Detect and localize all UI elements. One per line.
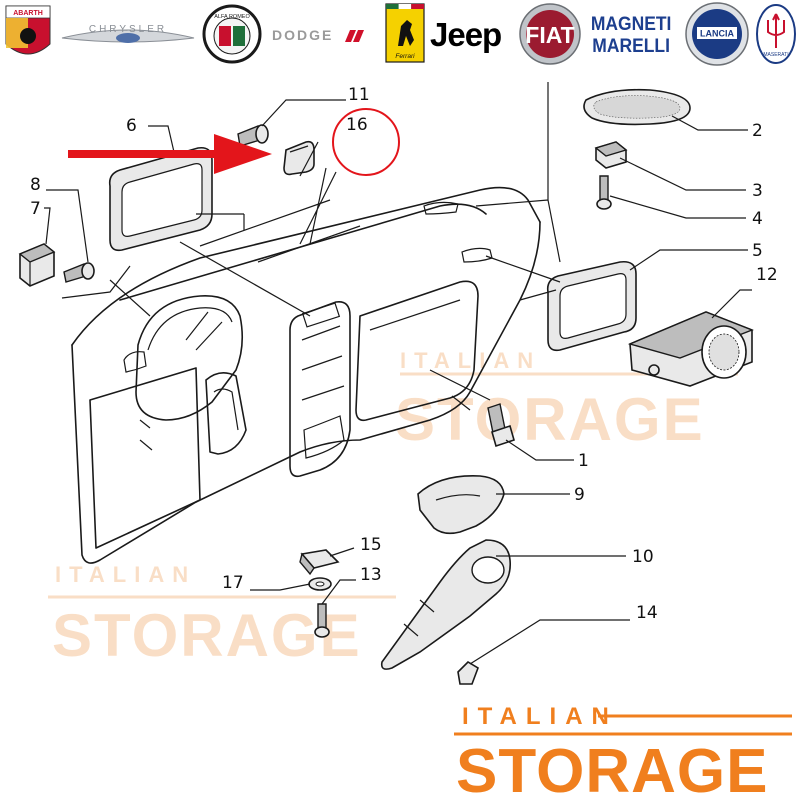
chrysler-label: CHRYSLER (89, 24, 167, 35)
highlight-arrow-icon (68, 134, 272, 174)
callout-9: 9 (574, 485, 585, 505)
watermark-main: ITALIAN STORAGE (454, 703, 792, 800)
fiat-label: FIAT (525, 22, 574, 48)
part-17-washer (308, 577, 332, 591)
part-8-screw (63, 262, 95, 283)
ferrari-label: Ferrari (395, 53, 415, 60)
watermark-faded-bl-line2: STORAGE (52, 602, 362, 669)
dodge-label: DODGE (272, 27, 333, 43)
magneti-marelli-wordmark-icon: MAGNETI MARELLI (591, 12, 672, 56)
watermark-main-line1: ITALIAN (462, 703, 618, 730)
part-7-clip (18, 243, 56, 287)
part-3-clip (594, 141, 628, 169)
callout-16: 16 (346, 115, 368, 135)
callout-7: 7 (30, 199, 41, 219)
leader-lines (44, 82, 752, 665)
watermark-faded-center-line2: STORAGE (395, 386, 705, 453)
callout-13: 13 (360, 565, 382, 585)
watermark-faded-bl-line1: ITALIAN (55, 562, 196, 587)
watermark-faded-center: ITALIAN STORAGE (395, 348, 738, 453)
part-11-screw (237, 124, 269, 147)
dodge-stripes-icon: DODGE (272, 27, 364, 43)
part-5-vent-frame (546, 260, 637, 352)
callout-15: 15 (360, 535, 382, 555)
maserati-label: MASERATI (763, 52, 788, 58)
lancia-shield-icon: LANCIA (685, 2, 749, 66)
part-10-lower-shroud (380, 539, 512, 670)
callout-10: 10 (632, 547, 654, 567)
part-15-clip (299, 549, 340, 576)
callout-11: 11 (348, 85, 370, 105)
part-6-vent-frame (108, 146, 213, 252)
callout-12: 12 (756, 265, 778, 285)
part-14-clip (457, 660, 479, 685)
part-13-screw (314, 603, 330, 638)
abarth-label: ABARTH (13, 10, 43, 17)
brand-logo-strip: ABARTH CHRYSLER ALFA ROMEO DODGE (5, 2, 796, 66)
fiat-badge-icon: FIAT (519, 3, 581, 65)
lancia-label: LANCIA (700, 29, 734, 39)
callout-4: 4 (752, 209, 763, 229)
maserati-trident-icon: MASERATI (756, 4, 796, 64)
magneti-label: MAGNETI (591, 12, 672, 34)
watermark-faded-center-line1: ITALIAN (400, 348, 541, 373)
callout-14: 14 (636, 603, 658, 623)
watermark-faded-bottom-left: ITALIAN STORAGE (48, 562, 396, 669)
callout-8: 8 (30, 175, 41, 195)
part-16-clip (283, 140, 315, 176)
jeep-label: Jeep (430, 16, 501, 53)
jeep-wordmark-icon: Jeep (430, 16, 502, 53)
callout-numbers: 1 2 3 4 5 6 7 8 9 10 11 12 13 14 15 16 1… (30, 85, 778, 623)
alfa-romeo-badge-icon: ALFA ROMEO (202, 4, 262, 64)
part-4-screw (596, 175, 612, 210)
abarth-scorpion-icon: ABARTH (5, 5, 51, 55)
marelli-label: MARELLI (592, 34, 670, 56)
callout-2: 2 (752, 121, 763, 141)
watermark-main-line2: STORAGE (456, 737, 768, 800)
highlight-marker (68, 108, 400, 176)
callout-1: 1 (578, 451, 589, 471)
callout-6: 6 (126, 116, 137, 136)
dashboard-body (71, 186, 541, 564)
part-12-air-vent (627, 311, 754, 387)
highlight-circle (332, 108, 400, 176)
ferrari-horse-icon: Ferrari (385, 3, 425, 63)
part-2-speaker-grille (583, 88, 691, 126)
callout-5: 5 (752, 241, 763, 261)
callout-17: 17 (222, 573, 244, 593)
callout-3: 3 (752, 181, 763, 201)
chrysler-wings-icon: CHRYSLER (61, 24, 195, 43)
part-9-upper-shroud (417, 475, 505, 535)
alfa-romeo-label: ALFA ROMEO (214, 14, 250, 20)
